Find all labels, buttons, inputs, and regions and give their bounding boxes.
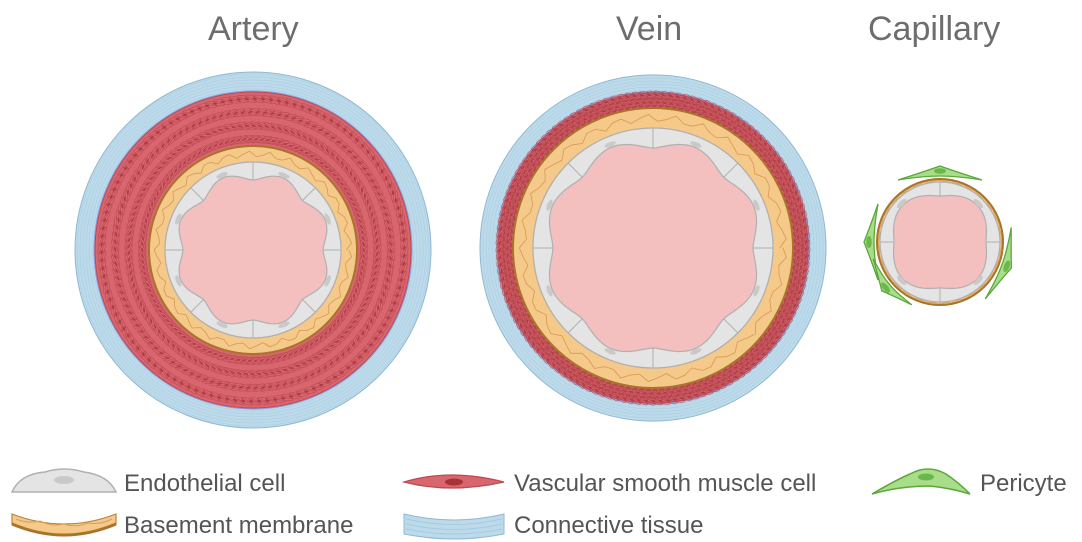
pericyte xyxy=(898,166,982,180)
vein-title: Vein xyxy=(616,10,682,49)
artery-title: Artery xyxy=(208,10,299,49)
legend-basement-label: Basement membrane xyxy=(124,512,353,540)
legend-pericyte-label: Pericyte xyxy=(980,470,1067,498)
endothelial-cell-icon xyxy=(12,469,116,492)
basement-membrane-icon xyxy=(12,514,116,535)
artery-cross-section xyxy=(75,72,431,428)
legend-smooth-muscle-label: Vascular smooth muscle cell xyxy=(514,470,816,498)
legend-connective-label: Connective tissue xyxy=(514,512,703,540)
legend-endothelial-label: Endothelial cell xyxy=(124,470,285,498)
smooth-muscle-cell-icon xyxy=(404,475,504,488)
pericyte-icon xyxy=(872,469,970,494)
connective-tissue-icon xyxy=(404,514,504,539)
vein-cross-section xyxy=(480,75,826,421)
lumen xyxy=(894,196,987,289)
capillary-title: Capillary xyxy=(868,10,1000,49)
capillary-cross-section xyxy=(862,166,1024,314)
